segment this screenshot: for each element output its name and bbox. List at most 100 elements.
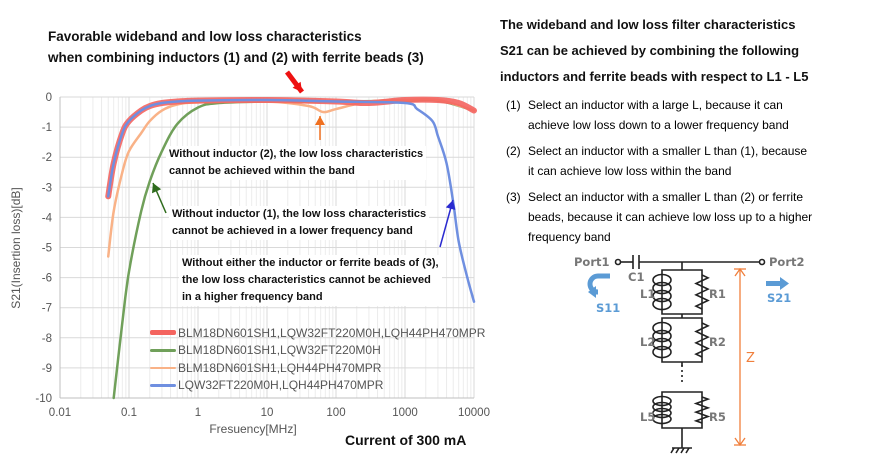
chart-title-line: Favorable wideband and low loss characte… — [48, 29, 362, 44]
item-line: beads, because it can achieve low loss u… — [528, 210, 813, 224]
legend-item: BLM18DN601SH1,LQW32FT220M0H — [150, 342, 485, 360]
y-tick-label: -7 — [42, 303, 52, 315]
annotation-arrows — [151, 70, 456, 248]
chart-title-line: when combining inductors (1) and (2) wit… — [48, 50, 424, 65]
impedance-z-arrow — [734, 267, 746, 447]
y-tick-label: -2 — [42, 152, 52, 164]
series-line-4 — [106, 98, 476, 303]
annotation-no-inductor-3: Without either the inductor or ferrite b… — [179, 255, 442, 306]
legend-label: BLM18DN601SH1,LQW32FT220M0H,LQH44PH470MP… — [178, 325, 486, 340]
inductor-label: L1 — [640, 287, 655, 301]
highlight-red-arrow-icon-head — [292, 81, 302, 92]
heading-line: inductors and ferrite beads with respect… — [500, 69, 809, 84]
s21-arrow-icon — [766, 281, 780, 286]
x-tick-label: 1 — [195, 407, 201, 419]
y-tick-label: -4 — [42, 212, 53, 224]
x-tick-label: 100 — [326, 407, 345, 419]
z-label: Z — [746, 351, 755, 366]
item-line: it can achieve low loss within the band — [528, 164, 732, 178]
legend-label: LQW32FT220M0H,LQH44PH470MPR — [178, 378, 384, 393]
port2-label: Port2 — [769, 255, 805, 269]
inductor-coil-icon — [652, 273, 672, 311]
annotation-no-inductor-1: Without inductor (1), the low loss chara… — [169, 206, 430, 240]
annotation-line: Without inductor (1), the low loss chara… — [172, 208, 427, 220]
series-lines — [105, 96, 477, 400]
x-tick-label: 10 — [261, 407, 274, 419]
s21-label: S21 — [767, 291, 791, 305]
x-tick-label: 1000 — [392, 407, 418, 419]
y-tick-label: -6 — [42, 273, 52, 285]
item-line: Select an inductor with a smaller L than… — [528, 190, 804, 204]
item-line: Select an inductor with a large L, becau… — [528, 98, 783, 112]
chart-title: Favorable wideband and low loss characte… — [48, 26, 424, 68]
heading-line: S21 can be achieved by combining the fol… — [500, 43, 800, 58]
legend-item: LQW32FT220M0H,LQH44PH470MPR — [150, 377, 485, 395]
annotation-arrow-icon-head — [315, 116, 325, 125]
legend-label: BLM18DN601SH1,LQW32FT220M0H — [178, 343, 381, 358]
resistor-zigzag-icon — [693, 396, 711, 424]
resistor-label: R2 — [709, 335, 726, 349]
legend-item: BLM18DN601SH1,LQW32FT220M0H,LQH44PH470MP… — [150, 324, 485, 342]
resistor-label: R1 — [709, 287, 726, 301]
resistor-label: R5 — [709, 410, 726, 424]
port1-terminal — [614, 258, 622, 266]
rl-parallel-stage — [652, 269, 710, 318]
resistor-zigzag-icon — [694, 274, 710, 310]
legend-swatch — [150, 349, 176, 352]
item-number: (1) — [506, 98, 521, 112]
annotation-line: Without inductor (2), the low loss chara… — [169, 148, 424, 160]
legend: BLM18DN601SH1,LQW32FT220M0H,LQH44PH470MP… — [150, 324, 485, 394]
annotation-line: in a higher frequency band — [182, 291, 323, 303]
annotation-line: cannot be achieved within the band — [169, 165, 355, 177]
filter-circuit-diagram: Port1 Port2 C1 L1 R1 L2 R2 L5 R5 S11 S21… — [574, 255, 805, 454]
explanation-item: (2) Select an inductor with a smaller L t… — [506, 141, 807, 181]
y-tick-label: -8 — [42, 333, 52, 345]
annotation-line: the low loss characteristics cannot be a… — [182, 274, 431, 286]
item-line: Select an inductor with a smaller L than… — [528, 144, 808, 158]
grid — [59, 96, 475, 399]
annotation-line: Without either the inductor or ferrite b… — [182, 257, 439, 269]
item-number: (2) — [506, 144, 521, 158]
inductor-label: L2 — [640, 335, 655, 349]
inductor-label: L5 — [640, 410, 655, 424]
y-axis-label: S21(Insertion loss)[dB] — [9, 187, 23, 308]
legend-label: BLM18DN601SH1,LQH44PH470MPR — [178, 360, 382, 375]
legend-swatch — [150, 330, 176, 336]
inductor-coil-icon — [652, 321, 672, 359]
y-tick-label: -9 — [42, 363, 52, 375]
legend-swatch — [150, 384, 176, 387]
port2-terminal — [758, 258, 766, 266]
legend-item: BLM18DN601SH1,LQH44PH470MPR — [150, 359, 485, 377]
s11-label: S11 — [596, 301, 620, 315]
y-tick-label: -5 — [42, 243, 52, 255]
x-tick-label: 0.01 — [49, 407, 71, 419]
current-label: Current of 300 mA — [345, 432, 467, 448]
annotation-line: cannot be achieved in a lower frequency … — [172, 225, 413, 237]
resistor-zigzag-icon — [694, 322, 710, 358]
annotation-arrow-icon-head — [445, 200, 456, 211]
heading-line: The wideband and low loss filter charact… — [500, 17, 796, 32]
c1-label: C1 — [628, 270, 644, 284]
item-line: achieve low loss down to a lower frequen… — [528, 118, 789, 132]
y-tick-label: 0 — [46, 92, 52, 104]
x-tick-label: 10000 — [458, 407, 490, 419]
y-tick-label: -1 — [42, 122, 52, 134]
explanation-item: (1) Select an inductor with a large L, be… — [506, 95, 789, 135]
port1-label: Port1 — [574, 255, 610, 269]
y-tick-label: -3 — [42, 182, 52, 194]
annotation-arrow-icon-head — [151, 183, 162, 194]
axis-ticks: 0.01 0.1 1 10 100 1000 10000 0 -1 -2 -3 -4 -5 -6 -7 -8 -… — [35, 92, 490, 419]
item-number: (3) — [506, 190, 521, 204]
item-line: frequency band — [528, 230, 611, 244]
inductor-coil-icon — [652, 395, 672, 425]
x-tick-label: 0.1 — [121, 407, 137, 419]
explanation-item: (3) Select an inductor with a smaller L t… — [506, 187, 812, 247]
x-axis-label: Fresuency[MHz] — [209, 422, 296, 436]
annotation-no-inductor-2: Without inductor (2), the low loss chara… — [166, 146, 427, 180]
rl-parallel-stage — [652, 391, 711, 429]
rl-parallel-stage — [652, 317, 710, 366]
legend-swatch — [150, 366, 176, 369]
s21-chart: 0.01 0.1 1 10 100 1000 10000 0 -1 -2 -3 -4 -5 -6 -7 -8 -… — [9, 70, 490, 436]
s11-reflect-arrow-icon — [587, 273, 610, 295]
explanation-heading: The wideband and low loss filter charact… — [500, 12, 808, 90]
